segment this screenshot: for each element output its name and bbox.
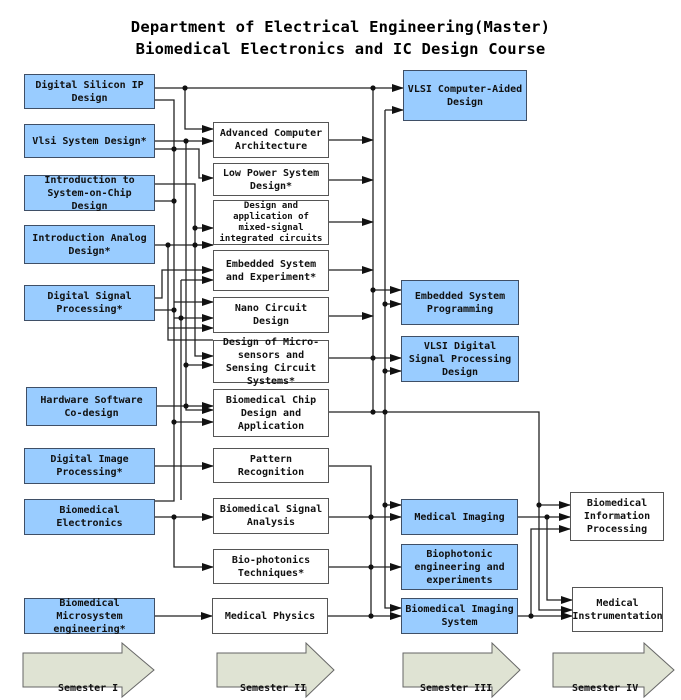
course-hardware-software-codesign[interactable]: Hardware Software Co-design (26, 387, 157, 426)
course-embedded-system-programming[interactable]: Embedded System Programming (401, 280, 519, 325)
connector-arrow (538, 505, 573, 614)
course-biomedical-microsystem-engineering[interactable]: Biomedical Microsystem engineering* (24, 598, 155, 635)
course-digital-silicon-ip-design[interactable]: Digital Silicon IP Design (24, 74, 155, 109)
diagram-title-line2: Biomedical Electronics and IC Design Cou… (135, 40, 546, 58)
course-biomedical-imaging-system[interactable]: Biomedical Imaging System (401, 598, 518, 634)
junction-dot (192, 225, 198, 231)
course-digital-image-processing[interactable]: Digital Image Processing* (24, 448, 155, 484)
course-digital-signal-processing[interactable]: Digital Signal Processing* (24, 285, 155, 321)
course-intro-system-on-chip[interactable]: Introduction to System-on-Chip Design (24, 175, 155, 212)
junction-dot (370, 355, 376, 361)
semester-2-label: Semester II (240, 683, 307, 694)
course-biophotonic-engineering[interactable]: Biophotonic engineering and experiments (401, 544, 518, 590)
junction-dot (171, 307, 177, 313)
semester-2-arrow (216, 642, 335, 698)
connector-line (155, 99, 175, 420)
junction-dot (165, 242, 171, 248)
course-nano-circuit-design[interactable]: Nano Circuit Design (213, 297, 329, 333)
connector-arrow (155, 148, 214, 182)
connector-line (167, 245, 213, 341)
course-biomedical-electronics[interactable]: Biomedical Electronics (24, 499, 155, 535)
junction-dot (382, 502, 388, 508)
connector-line (329, 465, 372, 616)
junction-dot (171, 198, 177, 204)
connector-arrow (384, 110, 402, 612)
junction-dot (382, 301, 388, 307)
connector-arrow (155, 266, 214, 299)
connector-arrow (185, 141, 214, 414)
junction-dot (183, 138, 189, 144)
course-biomedical-chip-design[interactable]: Biomedical Chip Design and Application (213, 389, 329, 437)
junction-dot (370, 85, 376, 91)
course-medical-imaging[interactable]: Medical Imaging (401, 499, 518, 535)
junction-dot (368, 564, 374, 570)
connector-arrow (184, 88, 214, 133)
junction-dot (544, 514, 550, 520)
junction-dot (370, 409, 376, 415)
semester-3-arrow (402, 642, 521, 698)
course-mixed-signal-ic[interactable]: Design and application of mixed-signal i… (213, 200, 329, 245)
course-advanced-computer-architecture[interactable]: Advanced Computer Architecture (213, 122, 329, 158)
junction-dot (182, 85, 188, 91)
semester-1-arrow (22, 642, 155, 698)
semester-4-arrow (552, 642, 675, 698)
junction-dot (528, 613, 534, 619)
semester-4-label: Semester IV (572, 683, 639, 694)
connector-arrow (546, 517, 573, 604)
course-vlsi-dsp-design[interactable]: VLSI Digital Signal Processing Design (401, 336, 519, 382)
junction-dot (171, 419, 177, 425)
course-medical-instrumentation[interactable]: Medical Instrumentation (572, 587, 663, 632)
course-biomedical-signal-analysis[interactable]: Biomedical Signal Analysis (213, 498, 329, 534)
junction-dot (171, 514, 177, 520)
course-biophotonics-techniques[interactable]: Bio-photonics Techniques* (213, 549, 329, 584)
junction-dot (192, 242, 198, 248)
junction-dot (382, 368, 388, 374)
course-intro-analog-design[interactable]: Introduction Analog Design* (24, 225, 155, 264)
connector-line (329, 411, 540, 505)
connector-line (155, 422, 175, 502)
semester-3-label: Semester III (420, 683, 493, 694)
junction-dot (382, 409, 388, 415)
course-biomedical-information-processing[interactable]: Biomedical Information Processing (570, 492, 664, 541)
semester-1-label: Semester I (58, 683, 119, 694)
course-medical-physics[interactable]: Medical Physics (212, 598, 328, 634)
junction-dot (536, 502, 542, 508)
diagram-title-line1: Department of Electrical Engineering(Mas… (130, 18, 551, 36)
course-vlsi-system-design[interactable]: Vlsi System Design* (24, 124, 155, 158)
junction-dot (178, 315, 184, 321)
course-micro-sensors-design[interactable]: Design of Micro-sensors and Sensing Circ… (213, 337, 329, 387)
course-pattern-recognition[interactable]: Pattern Recognition (213, 448, 329, 483)
course-vlsi-computer-aided-design[interactable]: VLSI Computer-Aided Design (403, 70, 527, 121)
connector-arrow (530, 525, 571, 616)
junction-dot (171, 146, 177, 152)
junction-dot (370, 287, 376, 293)
junction-dot (368, 613, 374, 619)
junction-dot (368, 514, 374, 520)
junction-dot (183, 403, 189, 409)
course-low-power-system-design[interactable]: Low Power System Design* (213, 163, 329, 196)
junction-dot (183, 362, 189, 368)
connector-arrow (173, 517, 214, 571)
course-embedded-system-experiment[interactable]: Embedded System and Experiment* (213, 250, 329, 291)
